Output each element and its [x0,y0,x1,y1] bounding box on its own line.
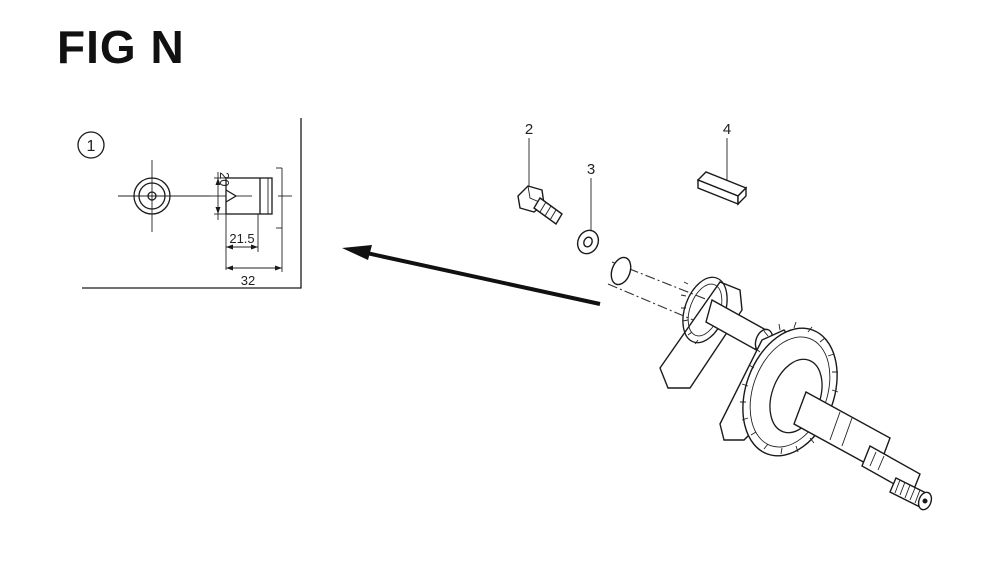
crankshaft [607,256,933,511]
part-key: 4 [696,121,748,206]
detail-inset: 1 20 [77,118,302,289]
journal-section-view [210,167,292,272]
journal-end-view [118,160,210,232]
part-washer: 3 [576,161,600,255]
part-bolt: 2 [517,121,563,226]
pointer-arrow [342,245,601,306]
dimension-32-label: 32 [241,273,255,288]
dimension-21-5: 21.5 [225,214,259,270]
dimension-20: 20 [214,172,232,220]
callout-number: 1 [87,138,96,155]
dimension-21-5-label: 21.5 [229,231,254,246]
dimension-20-label: 20 [217,172,232,186]
part-number-2: 2 [525,121,533,138]
dimension-32: 32 [226,265,282,288]
part-number-3: 3 [587,161,595,178]
output-shaft [793,390,933,511]
part-number-4: 4 [723,121,731,138]
inset-frame [82,118,302,289]
figure-title: FIG N [57,21,185,73]
callout-circle [77,131,105,159]
